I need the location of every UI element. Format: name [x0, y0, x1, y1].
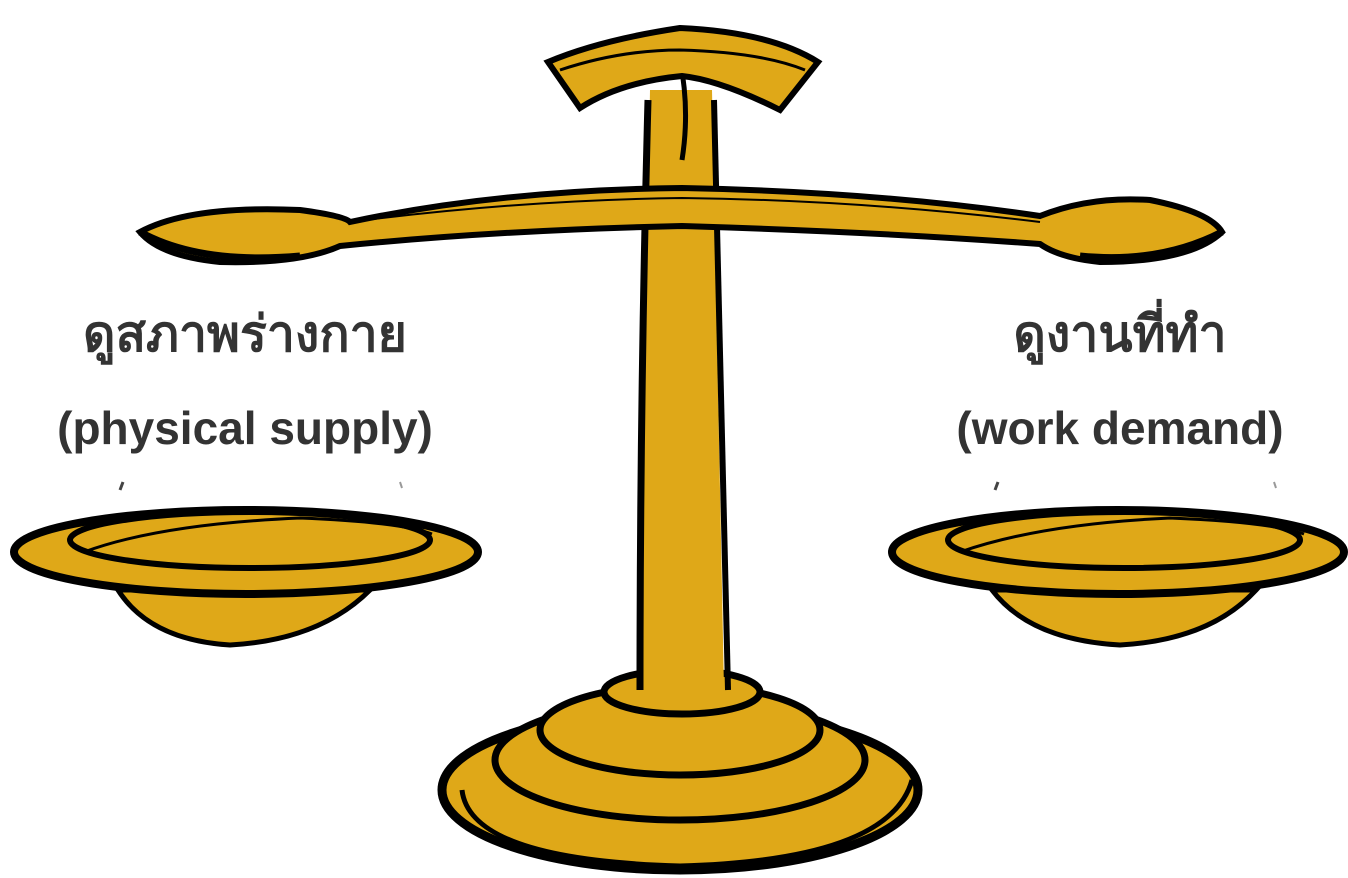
scale-top-cap — [543, 24, 823, 114]
scale-post — [636, 59, 731, 691]
left-english-label: (physical supply) — [57, 402, 433, 454]
left-scale-pan — [10, 481, 482, 648]
left-thai-label: ดูสภาพร่างกาย — [83, 305, 407, 363]
right-scale-pan — [888, 481, 1348, 648]
scale-beam — [135, 184, 1226, 266]
right-thai-label: ดูงานที่ทำ — [1013, 305, 1227, 363]
scale-base — [437, 666, 923, 875]
right-english-label: (work demand) — [956, 402, 1284, 454]
